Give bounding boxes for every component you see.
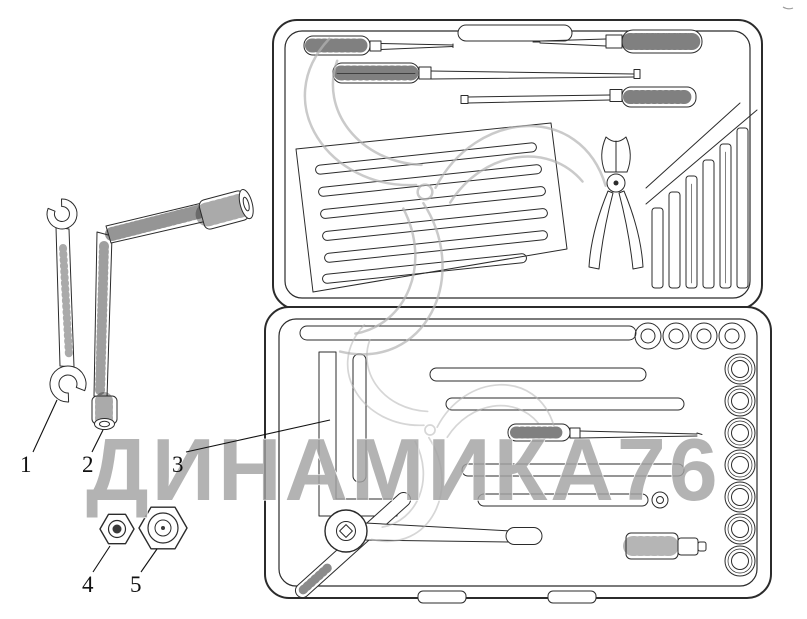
callout-leader-3 <box>185 419 331 453</box>
callout-number-4: 4 <box>82 572 94 597</box>
callout-leader-1 <box>32 399 58 453</box>
extension-bar-slot <box>477 493 649 507</box>
watermark-text: ДИНАМИКА76 <box>86 420 721 519</box>
callout-leader-4 <box>92 545 111 573</box>
spark-plug-socket <box>623 532 707 560</box>
callout-number-5: 5 <box>130 572 142 597</box>
chisel-file-set <box>645 102 758 289</box>
case-latch <box>417 590 467 604</box>
socket-set <box>634 322 756 577</box>
tool-recess-slot <box>445 397 685 411</box>
screwdriver-icon <box>332 62 641 84</box>
tool-recess-slot <box>461 463 685 477</box>
ratchet-handle <box>324 509 543 553</box>
swirl-watermark-large <box>303 37 607 356</box>
swirl-watermark-small <box>346 324 555 543</box>
screwdriver-icon <box>507 423 703 442</box>
callout-number-2: 2 <box>82 452 94 477</box>
case-latch <box>547 590 597 604</box>
tool-recess-slot <box>299 325 637 341</box>
screwdriver-icon <box>460 86 697 108</box>
hex-nut-small <box>99 513 135 545</box>
callout-number-1: 1 <box>20 452 32 477</box>
page-corner-mark <box>782 6 794 10</box>
pliers-icon <box>588 136 644 270</box>
l-shaped-socket-wrench <box>91 188 254 430</box>
callouts <box>32 399 331 573</box>
callout-leader-2 <box>91 429 104 453</box>
callout-leader-5 <box>140 548 158 573</box>
lid-handle-recess <box>457 24 573 42</box>
tool-case-upper-lid <box>272 19 763 310</box>
screwdriver-icon <box>532 29 703 54</box>
double-open-end-wrench <box>46 198 87 403</box>
hex-nut-large <box>138 506 188 550</box>
callout-number-3: 3 <box>172 452 184 477</box>
wrench-recess-tray <box>295 122 568 293</box>
tool-recess-slot <box>429 367 647 382</box>
